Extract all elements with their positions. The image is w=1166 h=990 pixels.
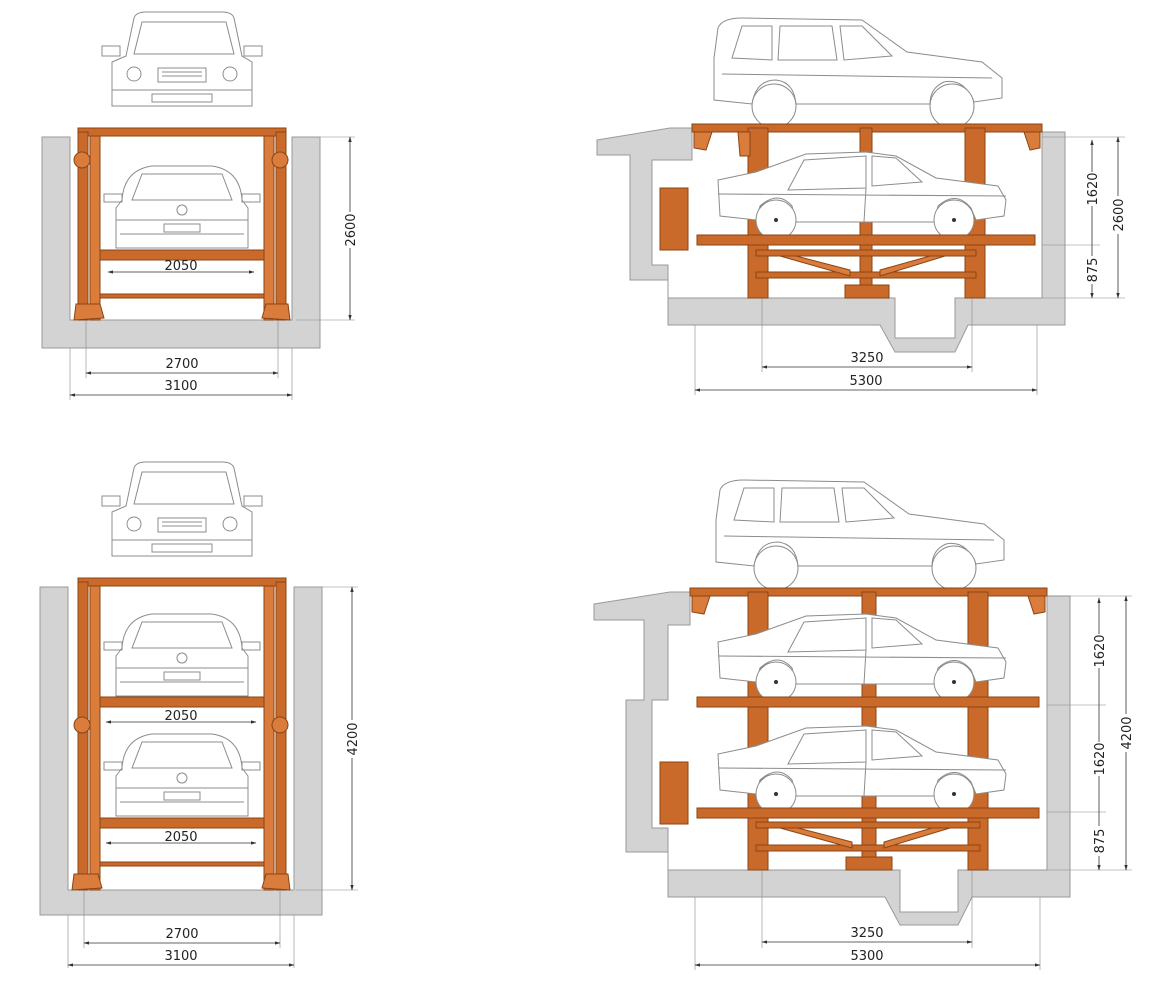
middle-car-front	[103, 613, 261, 697]
middle-platform	[99, 696, 265, 708]
dim-post-spacing: 3250	[850, 926, 883, 941]
control-box	[659, 761, 689, 825]
concrete-pit	[41, 136, 321, 349]
dim-post-spacing: 2700	[165, 357, 198, 372]
dim-height: 2600	[344, 213, 359, 246]
dim-height: 4200	[346, 722, 361, 755]
lower-platform	[696, 234, 1036, 246]
upper-car-front	[101, 11, 263, 107]
dim-pit-width: 3100	[164, 949, 197, 964]
upper-car-side	[715, 479, 1005, 591]
lower-car-front	[103, 733, 261, 817]
lower-platform	[99, 817, 265, 829]
side-view-3-level: 3250 5300 1620 1620 875 4200	[593, 479, 1135, 970]
dim-lower-level: 875	[1093, 829, 1108, 854]
dim-height: 2600	[1112, 198, 1127, 231]
dim-platform-width-upper: 2050	[164, 709, 197, 724]
dim-upper-level: 1620	[1086, 172, 1101, 205]
dim-post-spacing: 3250	[850, 351, 883, 366]
lower-car-front	[103, 165, 261, 249]
side-view-2-level: 3250 5300 1620 875 2600	[596, 17, 1127, 395]
upper-car-side	[713, 17, 1003, 129]
middle-platform	[696, 696, 1040, 708]
concrete-pit	[593, 591, 1071, 926]
dim-pit-width: 3100	[164, 379, 197, 394]
concrete-pit	[39, 586, 323, 916]
lower-platform	[696, 807, 1040, 819]
dim-upper-level: 1620	[1093, 634, 1108, 667]
concrete-pit	[596, 127, 1066, 353]
dim-height: 4200	[1120, 716, 1135, 749]
upper-platform	[77, 577, 287, 587]
lower-platform	[99, 249, 265, 261]
front-view-2-level: 2050 2700 3100 2600	[41, 11, 360, 400]
upper-platform	[77, 127, 287, 137]
upper-car-front	[101, 461, 263, 557]
dim-platform-width: 2050	[164, 259, 197, 274]
control-box	[659, 187, 689, 251]
dim-lower-level: 875	[1086, 258, 1101, 283]
dim-pit-length: 5300	[850, 949, 883, 964]
dim-platform-width-lower: 2050	[164, 830, 197, 845]
dim-post-spacing: 2700	[165, 927, 198, 942]
dim-pit-length: 5300	[849, 374, 882, 389]
front-view-3-level: 2050 2050 2700 3100 4200	[39, 461, 363, 968]
dim-middle-level: 1620	[1093, 742, 1108, 775]
